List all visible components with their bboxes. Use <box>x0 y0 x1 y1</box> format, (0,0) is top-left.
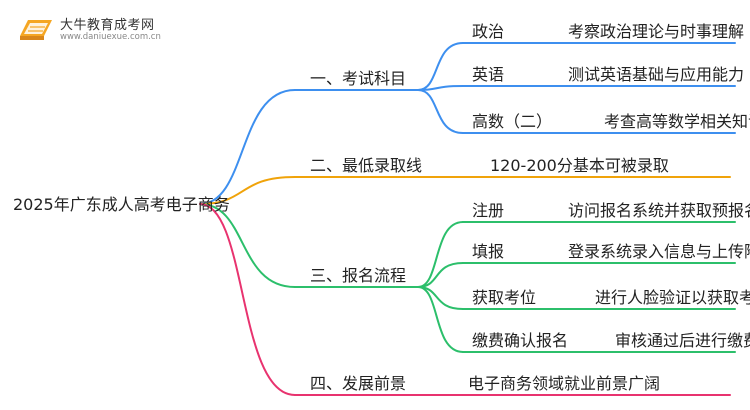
branch-label: 四、发展前景 <box>310 374 407 393</box>
child-detail: 审核通过后进行缴费 <box>615 331 750 350</box>
child-label: 政治 <box>472 22 505 41</box>
child-detail: 考察政治理论与时事理解 <box>568 22 745 41</box>
child-label: 注册 <box>472 201 505 220</box>
leaf-label: 120-200分基本可被录取 <box>490 156 669 175</box>
child-label: 填报 <box>472 242 505 261</box>
book-logo-icon <box>20 20 52 40</box>
branch-label: 三、报名流程 <box>310 266 407 285</box>
child-detail: 进行人脸验证以获取考位 <box>595 288 750 307</box>
branch-to-child-connector <box>417 286 464 353</box>
child-detail: 访问报名系统并获取预报名号 <box>568 201 750 220</box>
child-label: 获取考位 <box>472 288 537 307</box>
root-to-branch-connector <box>199 89 296 205</box>
branch-to-child-connector <box>417 221 464 288</box>
branch-to-child-connector <box>417 262 464 288</box>
watermark-logo: 大牛教育成考网 www.daniuexue.com.cn <box>16 12 226 46</box>
watermark-title: 大牛教育成考网 <box>60 18 155 33</box>
root-to-branch-connector <box>199 176 296 205</box>
branch-label: 一、考试科目 <box>310 69 407 88</box>
child-detail: 考查高等数学相关知识 <box>604 112 750 131</box>
root-to-branch-connector <box>199 203 296 288</box>
leaf-label: 电子商务领域就业前景广阔 <box>468 374 661 393</box>
branch-to-child-connector <box>417 42 464 91</box>
branch-label: 二、最低录取线 <box>310 156 423 175</box>
root-node-label: 2025年广东成人高考电子商务 <box>13 195 230 214</box>
child-label: 缴费确认报名 <box>472 331 569 350</box>
child-label: 高数（二） <box>472 112 553 131</box>
watermark-url: www.daniuexue.com.cn <box>60 32 161 42</box>
child-detail: 登录系统录入信息与上传附件 <box>568 242 750 261</box>
child-label: 英语 <box>472 65 505 84</box>
root-to-branch-connector <box>199 203 296 396</box>
child-detail: 测试英语基础与应用能力 <box>568 65 745 84</box>
branch-to-child-connector <box>417 89 464 134</box>
